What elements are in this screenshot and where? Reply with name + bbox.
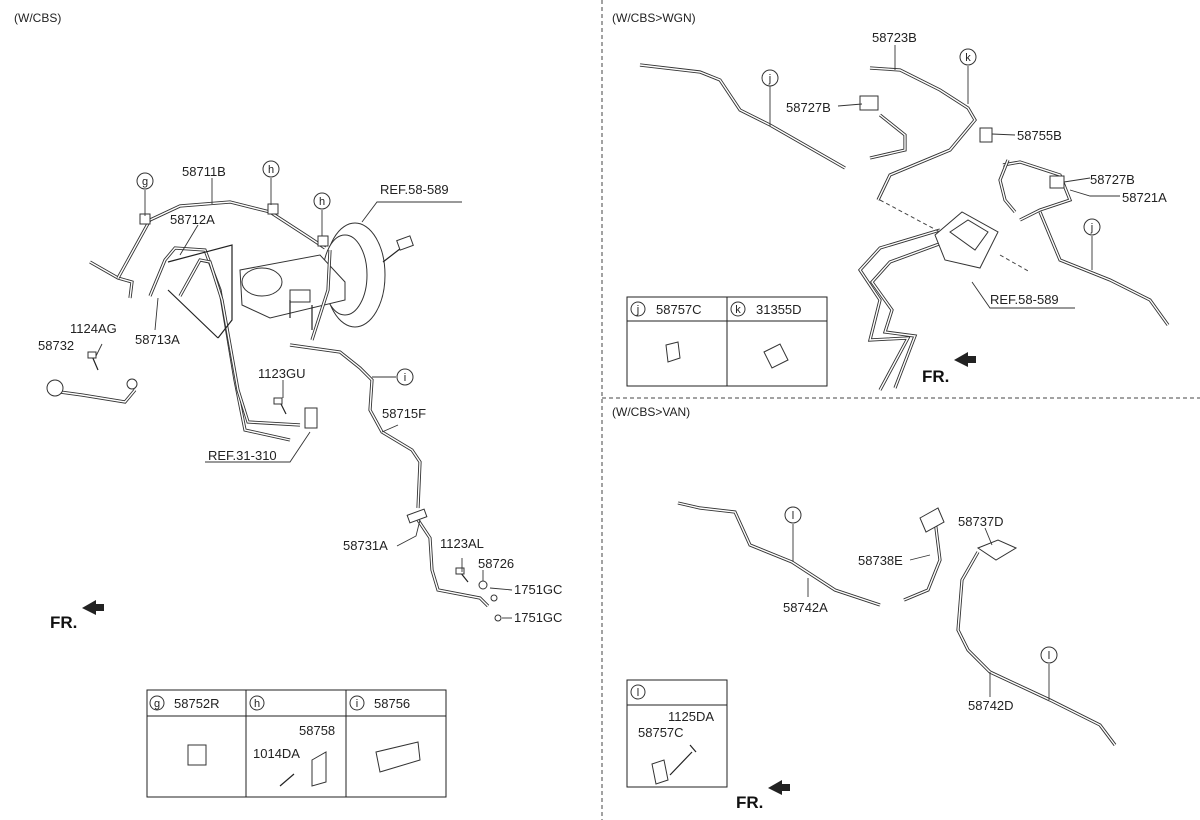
label-58723B: 58723B <box>872 30 917 45</box>
hose-58738E[interactable] <box>903 519 942 602</box>
clip-58755B <box>979 127 993 143</box>
label-58721A: 58721A <box>1122 190 1167 205</box>
label-58732: 58732 <box>38 338 74 353</box>
reservoir[interactable] <box>241 267 283 297</box>
label-1123GU: 1123GU <box>258 366 305 381</box>
label-58726: 58726 <box>478 556 514 571</box>
section-title-main: (W/CBS) <box>14 11 61 25</box>
legend-g-letter: g <box>154 698 160 710</box>
clip-58727B-a <box>859 95 879 111</box>
label-58712A: 58712A <box>170 212 215 227</box>
legend-58752R: 58752R <box>174 696 220 711</box>
label-58715F: 58715F <box>382 406 426 421</box>
fr-label-wgn: FR. <box>922 367 949 386</box>
fr-label-main: FR. <box>50 613 77 632</box>
callout-l-letter: l <box>792 510 794 522</box>
section-title-van: (W/CBS>VAN) <box>612 405 690 419</box>
label-58742D: 58742D <box>968 698 1014 713</box>
legend-1125DA: 1125DA <box>668 709 714 724</box>
label-1124AG: 1124AG <box>70 321 117 336</box>
clip-31355D <box>763 343 789 369</box>
label-1751GC-a: 1751GC <box>514 582 562 597</box>
legend-table-wgn: j 58757C k 31355D <box>626 296 828 387</box>
fr-arrow-van-icon <box>768 780 790 795</box>
label-58755B: 58755B <box>1017 128 1062 143</box>
legend-j-letter: j <box>636 304 639 316</box>
bracket[interactable] <box>304 407 318 429</box>
callout-h-2-letter: h <box>319 196 325 208</box>
fr-label-van: FR. <box>736 793 763 812</box>
label-1123AL: 1123AL <box>440 536 484 551</box>
callout-i[interactable] <box>396 368 414 386</box>
clip-58757C <box>665 341 681 363</box>
legend-58756: 58756 <box>374 696 410 711</box>
bracket-58758 <box>311 751 327 787</box>
clip-58752R <box>187 744 207 766</box>
callout-g-letter: g <box>142 176 148 188</box>
label-58737D: 58737D <box>958 514 1004 529</box>
legend-i-letter: i <box>356 698 358 710</box>
callout-l-2[interactable] <box>1040 646 1058 664</box>
label-58713A: 58713A <box>135 332 180 347</box>
callout-h-letter: h <box>268 164 274 176</box>
fr-arrow-wgn-icon <box>954 352 976 367</box>
legend-l-letter: l <box>637 687 639 699</box>
callout-l-2-letter: l <box>1048 650 1050 662</box>
label-58727B-b: 58727B <box>1090 172 1135 187</box>
callout-i-letter: i <box>404 372 406 384</box>
callout-j-2[interactable] <box>1083 218 1101 236</box>
label-58731A: 58731A <box>343 538 388 553</box>
pipe-58723B[interactable] <box>869 66 977 201</box>
van-assembly <box>677 501 1117 746</box>
callout-g[interactable] <box>136 172 154 190</box>
wgn-assembly <box>639 63 1170 391</box>
callout-j-letter: j <box>768 73 771 85</box>
legend-31355D: 31355D <box>756 302 802 317</box>
bracket-58737D <box>976 539 1018 561</box>
callout-k[interactable] <box>959 48 977 66</box>
legend-k-letter: k <box>735 304 741 316</box>
pipe-wgn-1[interactable] <box>639 63 846 170</box>
callout-h[interactable] <box>262 160 280 178</box>
label-wgn-ref-58-589: REF.58-589 <box>990 292 1059 307</box>
label-58727B-a: 58727B <box>786 100 831 115</box>
main-assembly <box>46 200 502 622</box>
label-ref-58-589: REF.58-589 <box>380 182 449 197</box>
legend-h-letter: h <box>254 698 260 710</box>
callout-k-letter: k <box>965 52 971 64</box>
section-title-wgn: (W/CBS>WGN) <box>612 11 696 25</box>
fr-arrow-icon <box>82 600 104 615</box>
legend-table-main: g 58752R h i 58756 58758 1014DA <box>146 689 447 798</box>
legend-table-van: l 1125DA 58757C <box>626 679 728 788</box>
clip-58727B-b <box>1049 175 1065 189</box>
label-58711B: 58711B <box>182 164 226 179</box>
legend-1014DA: 1014DA <box>253 746 300 761</box>
label-1751GC-b: 1751GC <box>514 610 562 625</box>
pipe-58742D[interactable] <box>956 551 1117 746</box>
label-ref-31-310: REF.31-310 <box>208 448 277 463</box>
clip-58756 <box>375 741 421 773</box>
hose-58732[interactable] <box>59 388 137 404</box>
legend-58758: 58758 <box>299 723 335 738</box>
callout-l[interactable] <box>784 506 802 524</box>
callout-j-2-letter: j <box>1090 222 1093 234</box>
pipe-58742A[interactable] <box>677 501 881 607</box>
callout-h-2[interactable] <box>313 192 331 210</box>
callout-j[interactable] <box>761 69 779 87</box>
pipe-wgn-rear[interactable] <box>857 228 941 391</box>
clip-van-58757C <box>651 759 669 785</box>
label-58738E: 58738E <box>858 553 903 568</box>
legend-58757C: 58757C <box>656 302 702 317</box>
legend-van-58757C: 58757C <box>638 725 684 740</box>
label-58742A: 58742A <box>783 600 828 615</box>
